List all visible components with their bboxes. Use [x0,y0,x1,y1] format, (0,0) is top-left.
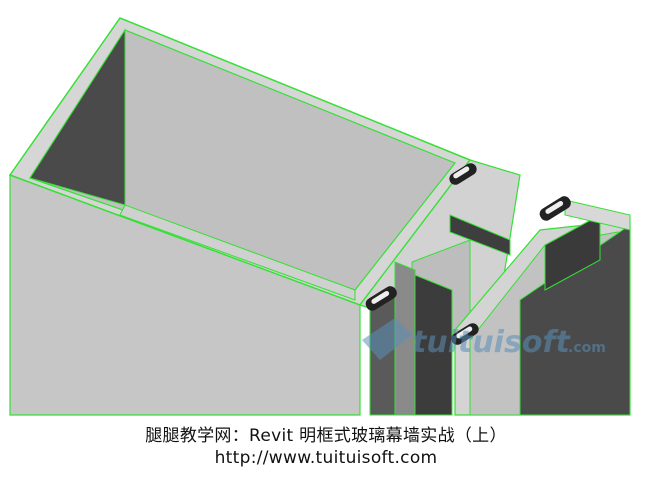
connector-dark-slot [449,214,511,256]
watermark-text: tuituisoft [412,325,571,360]
watermark-suffix: .com [568,340,606,356]
gasket-right [539,196,571,221]
tuituisoft-watermark: tuituisoft .com [362,318,606,360]
curtain-wall-mullion-illustration: tuituisoft .com [8,17,631,416]
caption-url: http://www.tuituisoft.com [214,448,438,468]
gasket-top [449,163,477,185]
mullion-inner-shadow [29,28,126,206]
gasket-left [365,286,397,311]
watermark-logo-icon [362,318,412,360]
right-profile-rib [544,214,601,291]
caption-title: 腿腿教学网：Revit 明框式玻璃幕墙实战（上） [145,426,507,446]
gasket-bottom [451,323,479,345]
mullion-inner-floor [119,204,356,301]
